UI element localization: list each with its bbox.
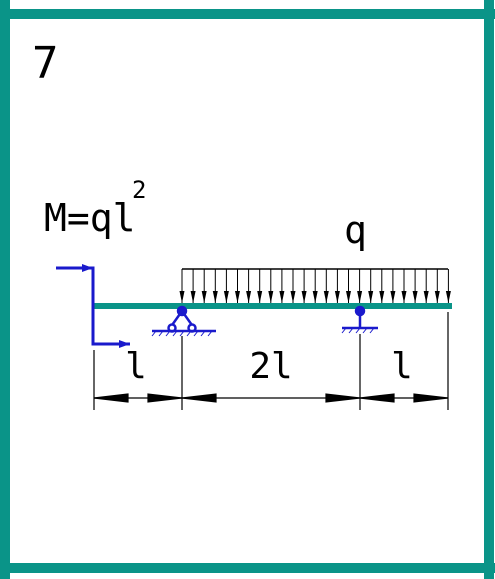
span-label-3: l [391,346,413,387]
load-arrow-head [334,291,340,303]
moment-arrowhead-bottom [119,340,130,348]
dim-arrowhead [93,393,129,403]
beam [94,303,452,309]
roller-support [341,305,378,334]
dimensions [93,312,449,410]
frame-bottom [0,563,495,573]
load-arrow-head [412,291,418,303]
span-label-1: l [125,346,147,387]
distributed-load [179,268,451,303]
problem-number: 7 [32,38,59,89]
frame-left [0,0,10,579]
load-arrow-head [235,291,240,303]
load-arrow-head [246,291,252,303]
load-label: q [344,208,367,252]
load-arrow-head [312,291,318,303]
dim-arrowhead [359,393,395,403]
load-arrow-head [201,291,207,303]
load-arrow-head [445,291,451,303]
load-arrow-head [423,291,429,303]
dim-arrowhead [181,393,217,403]
load-arrow-head [179,291,185,303]
dim-arrowhead [147,393,183,403]
load-arrow-head [368,291,374,303]
load-arrow-head [346,291,351,303]
frame-top [0,9,495,19]
moment-upper-arm [56,266,95,306]
load-arrow-head [434,291,440,303]
dim-arrows [93,393,449,403]
frame-right [484,0,494,579]
load-arrow-head [268,291,274,303]
load-arrow-head [223,291,229,303]
load-arrow-head [257,291,263,303]
moment-label: M=ql [44,196,136,240]
load-arrow-head [190,291,196,303]
pin-support [151,305,216,337]
moment-lower-arm [91,306,130,346]
moment-bracket [56,264,130,348]
load-arrow-head [301,291,307,303]
pin-hatch [151,330,213,337]
load-arrow-head [323,291,329,303]
load-arrow-head [357,291,363,303]
load-arrow-head [279,291,285,303]
load-arrow-head [379,291,385,303]
span-label-2: 2l [249,346,292,387]
moment-arrowhead-top [82,264,93,272]
load-arrow-head [290,291,296,303]
dim-arrowhead [325,393,361,403]
load-arrow-head [212,291,218,303]
dim-arrowhead [413,393,449,403]
load-arrow-head [390,291,396,303]
roller-hatch [341,327,375,334]
load-arrow-head [401,291,407,303]
moment-exponent: 2 [132,176,146,204]
load-arrows [179,269,451,303]
pin-triangle [168,308,196,329]
